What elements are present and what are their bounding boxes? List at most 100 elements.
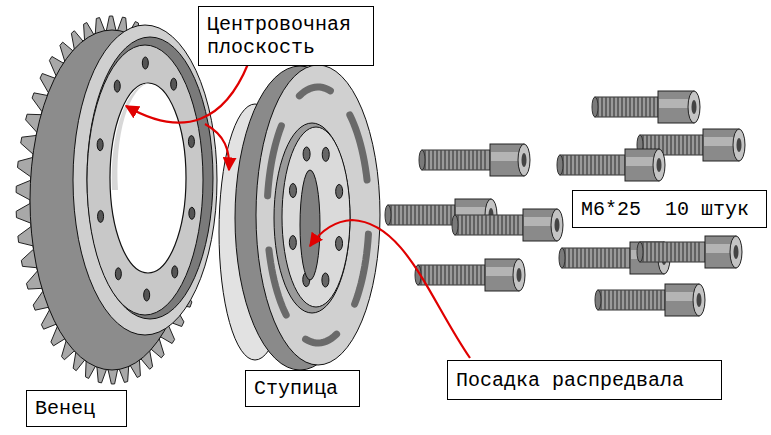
hub [219, 65, 380, 370]
ring-gear-part-part [188, 136, 194, 148]
bolt-part-part [522, 153, 527, 167]
bolt-part-part [410, 205, 411, 225]
bolt-part-part [646, 242, 647, 262]
hub-part [274, 123, 350, 313]
bolt-part-part [602, 155, 603, 175]
bolt-part-part [419, 150, 425, 170]
bolt-part-part [473, 215, 474, 235]
hub-part [268, 87, 369, 343]
label-box: Ступица [245, 370, 360, 407]
bolt-part-part [620, 290, 621, 310]
bolt-part-part [472, 150, 473, 170]
bolt-part-part [485, 215, 486, 235]
hub-part-part [289, 236, 296, 250]
bolt-part-part [434, 205, 435, 225]
bolt-part-part [595, 97, 658, 117]
bolt-part-part [688, 91, 700, 123]
bolt-part-part [560, 155, 625, 175]
bolt-part-part [440, 150, 441, 170]
ring-gear-part-part [97, 139, 103, 151]
part-label: Венец [35, 397, 118, 420]
bolt-part-part [608, 290, 609, 310]
bolt-part-part [456, 150, 457, 170]
bolt-part-part [652, 290, 653, 310]
label-box: Венец [26, 390, 127, 427]
ring-gear [16, 16, 217, 384]
bolt-part-part [472, 265, 473, 285]
bolt-part-part [656, 290, 657, 310]
bolt-part-part [464, 265, 465, 285]
bolt-part-part [624, 290, 625, 310]
bolt-part-part [612, 248, 613, 268]
bolt-part-part [621, 97, 622, 117]
bolt-part-part [505, 215, 506, 235]
ring-gear-part-part [189, 207, 195, 219]
ring-gear-part-part [114, 80, 120, 92]
bolt-part-part [633, 97, 634, 117]
ring-gear-part [112, 83, 150, 190]
bolt-part-part [614, 155, 615, 175]
bolt-part-part [674, 135, 675, 155]
bolt-part-part [446, 205, 447, 225]
bolt-part-part [632, 290, 633, 310]
ring-gear-part-part [142, 57, 148, 69]
bolt-part-part [480, 265, 481, 285]
hub-part [289, 147, 342, 287]
bolt-part-part [730, 236, 742, 268]
bolt-part-part [559, 248, 565, 268]
bolt-part-part [734, 245, 739, 259]
bolt-part-part [678, 242, 679, 262]
bolt-part-part [674, 242, 675, 262]
bolt-part-part [517, 215, 518, 235]
bolt-part-part [601, 97, 602, 117]
bolt-part-part [630, 242, 664, 274]
bolt-part-part [557, 155, 563, 175]
bolt-part-part [509, 215, 510, 235]
part-label: Посадка распредвала [456, 369, 713, 392]
bolt-part-part [574, 155, 575, 175]
bolt-part-part [737, 138, 742, 152]
bolt-part [592, 91, 700, 123]
bolt-part-part [605, 97, 606, 117]
bolt-part-part [692, 100, 697, 114]
bolt-part-part [468, 150, 469, 170]
bolt-part-part [644, 290, 645, 310]
ring-gear-part [110, 83, 186, 273]
bolt-part-part [616, 248, 617, 268]
bolt-part-part [636, 290, 637, 310]
bolt-part-part [501, 215, 502, 235]
hub-part-part [303, 147, 310, 161]
bolt-part [452, 209, 563, 241]
label-box: Центровочная плоскость [198, 6, 374, 66]
bolt-part-part [657, 158, 662, 172]
bolt-part-part [438, 205, 439, 225]
bolt-part-part [653, 149, 665, 181]
bolt-part-part [604, 290, 605, 310]
ring-gear-part [97, 57, 195, 301]
bolt-part-part [694, 135, 695, 155]
hub-part [282, 127, 350, 307]
hub-part-part [299, 87, 330, 96]
bolt-part-part [448, 265, 449, 285]
bolt-part-part [682, 135, 683, 155]
bolt-part-part [640, 290, 641, 310]
bolt-part-part [489, 215, 490, 235]
leader-arrow-part [205, 124, 229, 170]
bolt-part-part [666, 135, 667, 155]
bolt-part-part [426, 205, 427, 225]
bolt-part-part [690, 135, 691, 155]
bolt-part-part [418, 265, 485, 285]
bolt-part-part [660, 290, 661, 310]
bolt-part-part [582, 155, 583, 175]
bolt-part-part [570, 155, 571, 175]
part-label: M6*25 10 штук [581, 198, 758, 221]
bolt-part-part [493, 215, 494, 235]
bolt-part-part [428, 150, 429, 170]
bolt-part-part [497, 215, 498, 235]
label-box: M6*25 10 штук [572, 190, 767, 228]
bolt-part-part [628, 290, 629, 310]
bolt-part-part [662, 242, 663, 262]
bolt-part-part [448, 150, 449, 170]
bolt-part-part [612, 290, 613, 310]
